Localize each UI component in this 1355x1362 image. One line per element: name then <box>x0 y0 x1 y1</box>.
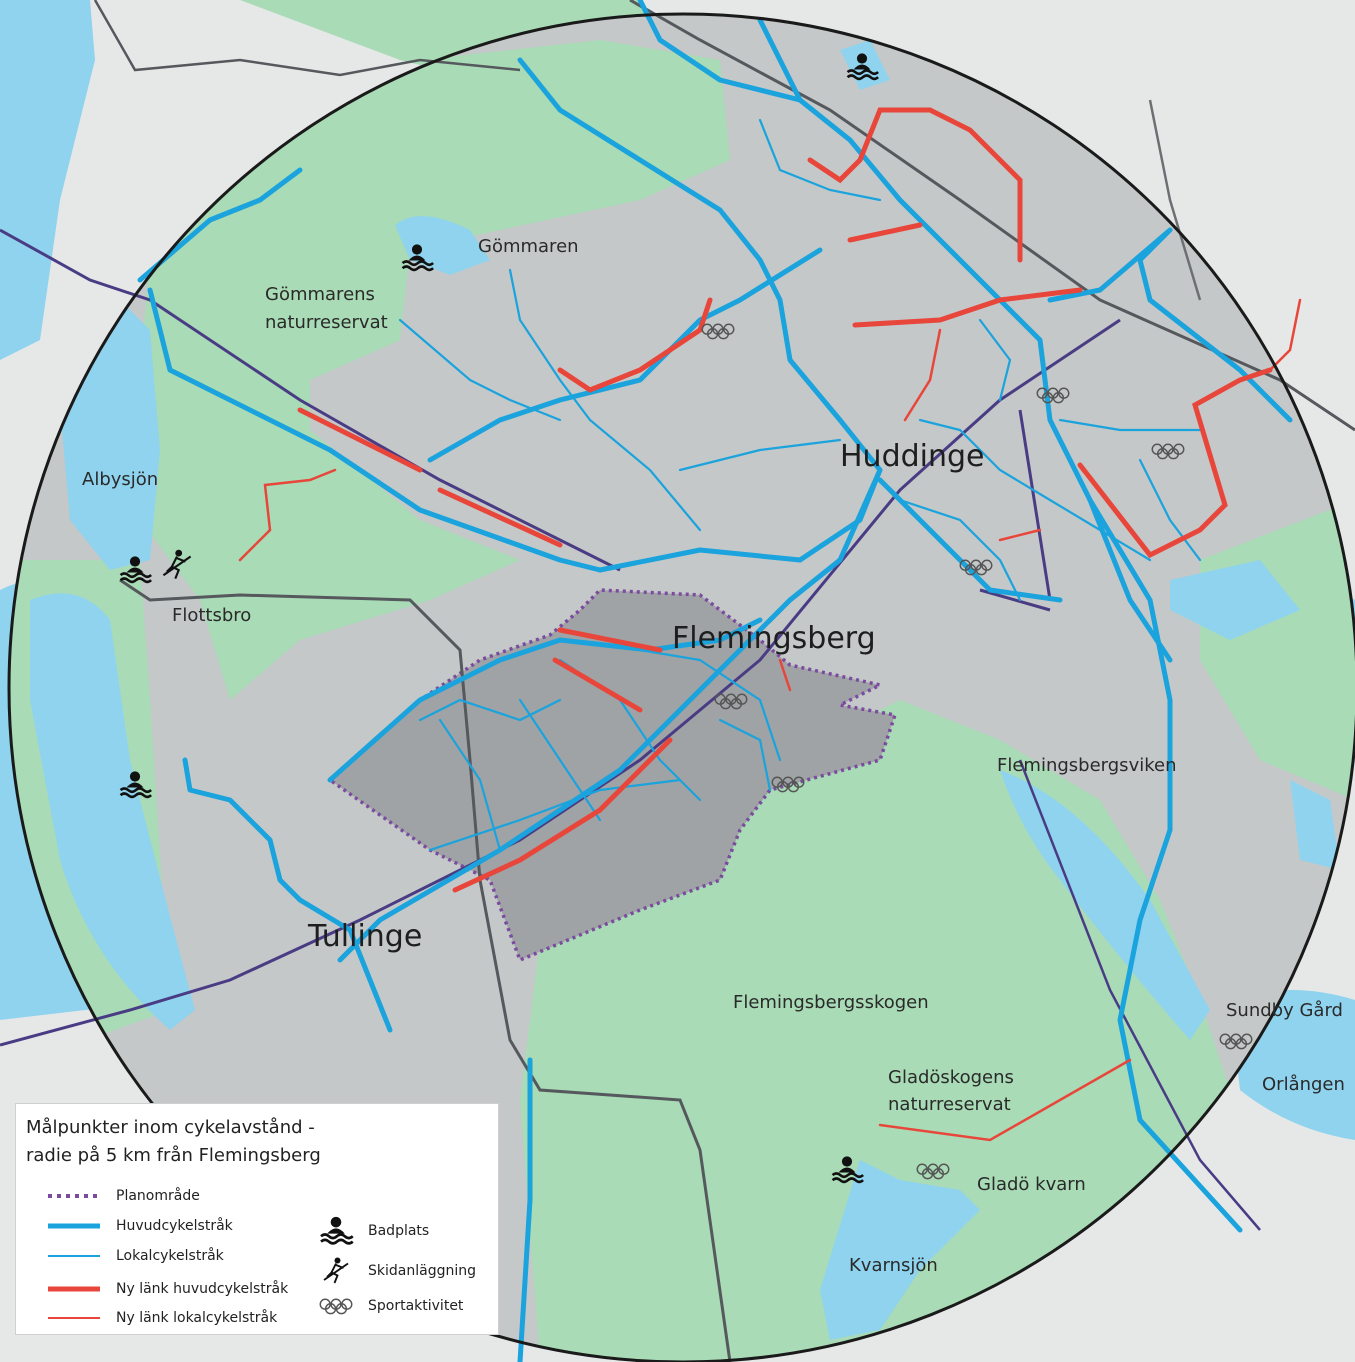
label-flemingsbergsskogen: Flemingsbergsskogen <box>733 992 929 1013</box>
radius-circle-border <box>7 12 1355 1362</box>
olympic-rings-icon <box>316 1293 356 1319</box>
label-tullinge: Tullinge <box>307 919 422 954</box>
legend-item-ny-lank-lokal: Ny länk lokalcykelstråk <box>46 1308 277 1328</box>
label-flottsbro: Flottsbro <box>172 605 251 626</box>
new-links-local <box>238 298 1302 1142</box>
legend-label: Sportaktivitet <box>368 1298 464 1314</box>
legend-label: Lokalcykelstråk <box>116 1248 224 1264</box>
new-links-main <box>297 107 1273 893</box>
thin-red-line-icon <box>46 1308 102 1328</box>
legend-symbol-skidanlaggning: Skidanläggning <box>316 1256 476 1286</box>
label-orlangen: Orlången <box>1262 1074 1345 1095</box>
dotted-purple-line-icon <box>46 1186 102 1206</box>
legend-label: Badplats <box>368 1223 430 1239</box>
legend-title-line2: radie på 5 km från Flemingsberg <box>26 1145 321 1166</box>
thick-blue-line-icon <box>46 1216 102 1236</box>
label-huddinge: Huddinge <box>840 439 985 474</box>
label-glado-2: naturreservat <box>888 1094 1011 1115</box>
legend-symbol-sportaktivitet: Sportaktivitet <box>316 1294 463 1318</box>
legend-label: Ny länk lokalcykelstråk <box>116 1310 278 1326</box>
swimmer-icon <box>316 1216 356 1245</box>
legend-item-huvudcykelstrak: Huvudcykelstråk <box>46 1216 233 1236</box>
legend-label: Skidanläggning <box>368 1263 476 1279</box>
legend-label: Planområde <box>116 1188 200 1204</box>
main-cycle-routes <box>137 0 1293 1362</box>
label-gommarens-2: naturreservat <box>265 312 388 333</box>
label-glado-1: Gladöskogens <box>888 1067 1014 1088</box>
thick-red-line-icon <box>46 1279 102 1299</box>
legend-title: Målpunkter inom cykelavstånd - radie på … <box>26 1114 486 1170</box>
label-kvarnsjon: Kvarnsjön <box>849 1255 938 1276</box>
label-gommarens-1: Gömmarens <box>265 284 375 305</box>
legend-item-planomrade: Planområde <box>46 1186 200 1206</box>
label-albysjon: Albysjön <box>82 469 158 490</box>
label-flemingsberg: Flemingsberg <box>672 621 876 656</box>
legend-item-ny-lank-huvud: Ny länk huvudcykelstråk <box>46 1279 288 1299</box>
legend-item-lokalcykelstrak: Lokalcykelstråk <box>46 1246 224 1266</box>
legend-label: Huvudcykelstråk <box>116 1218 233 1234</box>
legend-label: Ny länk huvudcykelstråk <box>116 1281 289 1297</box>
map-legend: Målpunkter inom cykelavstånd - radie på … <box>15 1103 499 1335</box>
local-cycle-routes <box>398 118 1202 852</box>
thin-blue-line-icon <box>46 1246 102 1266</box>
legend-title-line1: Målpunkter inom cykelavstånd - <box>26 1117 315 1138</box>
legend-symbol-badplats: Badplats <box>316 1216 429 1246</box>
skier-icon <box>316 1256 356 1284</box>
label-gommaren: Gömmaren <box>478 236 579 257</box>
label-sundby: Sundby Gård <box>1226 1000 1343 1021</box>
label-flemingsbergsviken: Flemingsbergsviken <box>997 755 1176 776</box>
label-glado-kvarn: Gladö kvarn <box>977 1174 1086 1195</box>
